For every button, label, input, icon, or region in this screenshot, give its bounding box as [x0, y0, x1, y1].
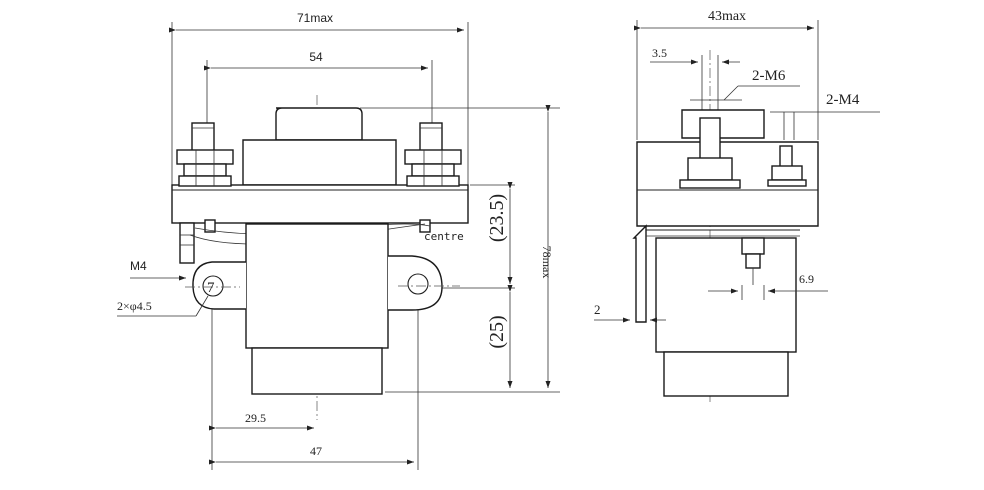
side-base	[663, 351, 789, 397]
balloon-number: 7	[207, 280, 215, 296]
side-bracket	[632, 224, 647, 323]
terminal-right	[404, 122, 462, 187]
side-view: 43max 3.5 2-M6 2-M4	[594, 9, 880, 405]
mount-ear-left	[192, 261, 246, 310]
dim-terminal-spacing: 54	[309, 50, 323, 64]
main-thread-label: 2-M6	[752, 68, 786, 84]
dim-bracket-thickness: 2	[594, 302, 601, 317]
coil-terminal-left	[179, 222, 195, 264]
side-main-stud	[699, 117, 721, 161]
mount-hole-label: 2×φ4.5	[117, 299, 152, 313]
side-aux-stud	[779, 145, 793, 169]
dim-upper-height: (23.5)	[486, 194, 508, 242]
relay-base	[251, 347, 383, 395]
centre-label: centre	[424, 230, 464, 243]
mount-thread-label: M4	[130, 259, 147, 273]
front-view: 71max 54	[117, 11, 560, 470]
side-body	[655, 237, 797, 353]
relay-body	[245, 223, 389, 349]
relay-top-cap	[275, 107, 363, 141]
dim-total-height: 78max	[540, 246, 554, 279]
dim-side-width: 43max	[708, 9, 746, 24]
mount-ear-right	[388, 255, 443, 311]
mounting-flange	[171, 184, 469, 224]
terminal-left	[176, 122, 234, 187]
relay-cover	[242, 139, 397, 186]
side-top-cap	[681, 109, 765, 139]
dim-overall-width: 71max	[297, 11, 333, 25]
dim-aux-offset: 6.9	[799, 272, 814, 286]
dim-hole-spacing: 47	[310, 444, 322, 458]
aux-thread-label: 2-M4	[826, 92, 860, 108]
dim-hole-offset: 29.5	[245, 411, 266, 425]
dim-side-offset: 3.5	[652, 46, 667, 60]
dim-lower-height: (25)	[486, 315, 508, 348]
